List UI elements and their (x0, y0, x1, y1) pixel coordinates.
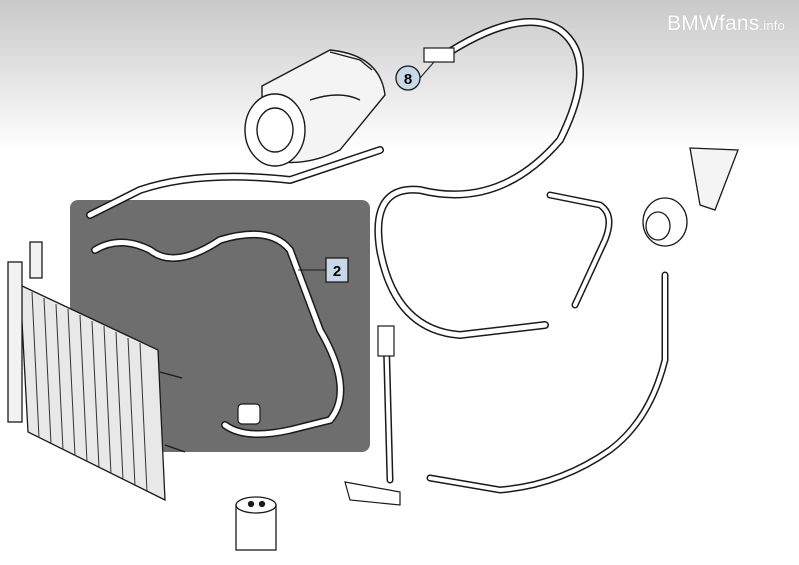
callout-8-label: 8 (404, 71, 412, 88)
pressure-sensor-pipe[interactable] (344, 325, 401, 506)
watermark-suffix: .info (759, 18, 785, 33)
callout-8-badge (395, 65, 421, 91)
liquid-line[interactable] (426, 271, 669, 494)
ac-compressor[interactable] (244, 49, 386, 167)
callout-8[interactable]: 8 (395, 61, 435, 91)
condenser[interactable] (7, 241, 186, 502)
watermark-brand: BMWfans (667, 12, 760, 35)
callout-2-badge (325, 257, 349, 283)
expansion-valve[interactable] (642, 147, 739, 247)
line-2[interactable] (91, 230, 345, 438)
site-watermark: BMWfans.info (667, 12, 785, 36)
hose-8[interactable] (374, 18, 584, 340)
receiver-dryer[interactable] (235, 496, 277, 551)
callout-2[interactable]: 2 (298, 257, 349, 283)
callout-2-label: 2 (333, 263, 341, 280)
small-hose-right[interactable] (546, 191, 613, 309)
pressure-line[interactable] (86, 146, 384, 219)
